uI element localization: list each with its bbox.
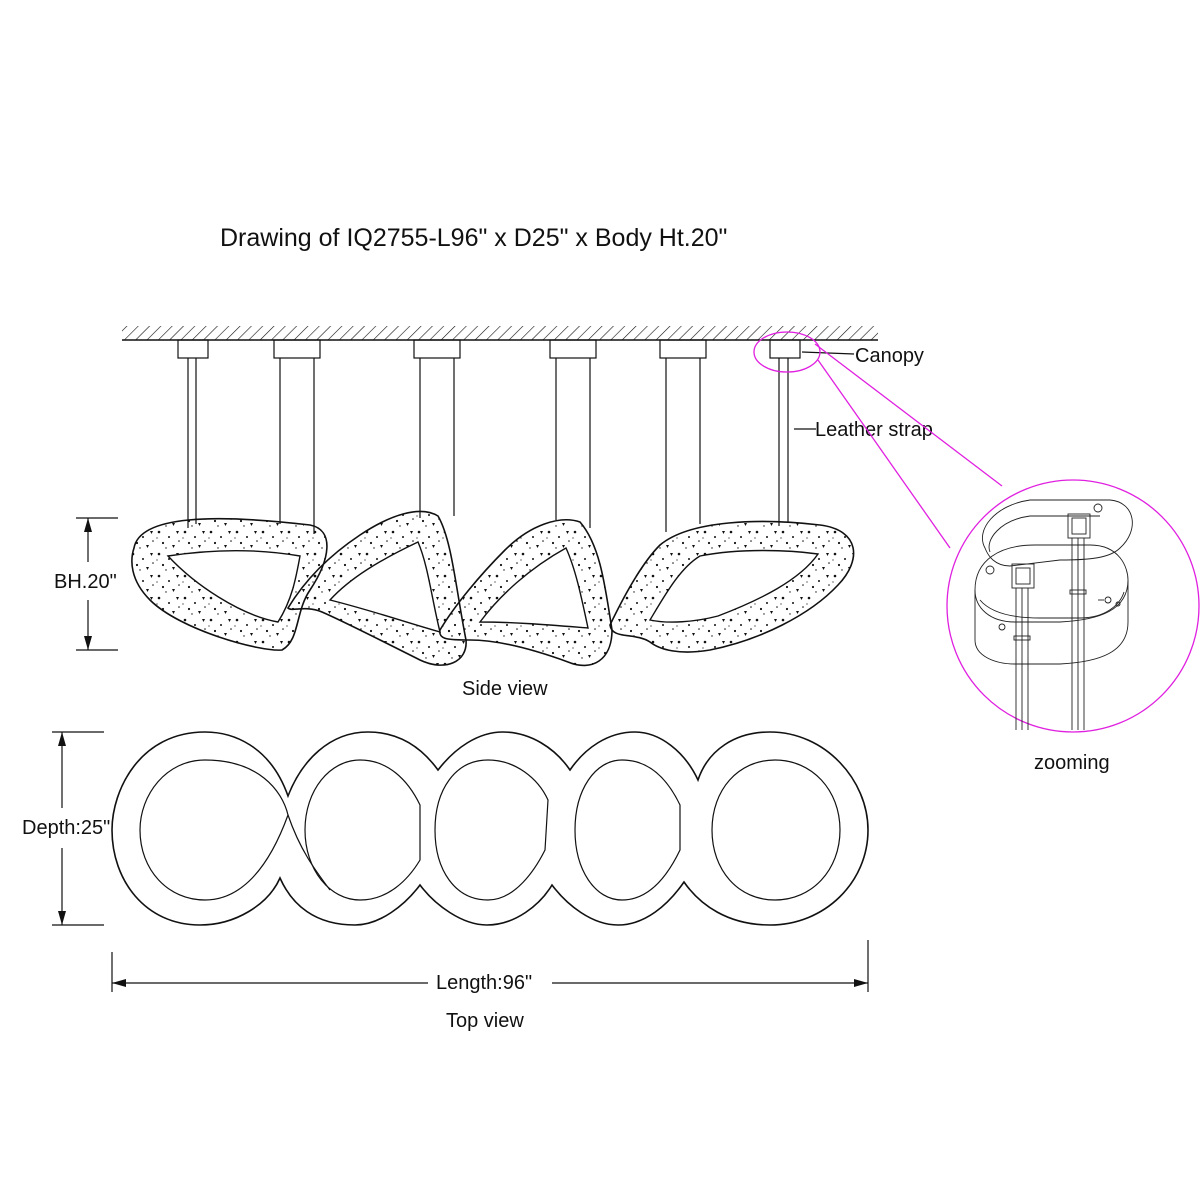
side-view-body [131, 510, 855, 667]
length-label: Length:96" [436, 972, 532, 994]
top-view-label: Top view [446, 1010, 524, 1032]
depth-label: Depth:25" [22, 817, 110, 839]
depth-dimension [52, 731, 104, 926]
canopy [769, 339, 801, 359]
canopy [273, 339, 321, 359]
length-dimension [111, 940, 869, 992]
canopy [659, 339, 707, 359]
canopy [177, 339, 209, 359]
canopy [413, 339, 461, 359]
canopy [549, 339, 597, 359]
canopy-label: Canopy [855, 345, 924, 367]
zoom-callout [753, 331, 1200, 733]
top-view-rings [111, 731, 869, 926]
ceiling [122, 326, 878, 341]
leather-strap-label: Leather strap [815, 419, 933, 441]
zooming-label: zooming [1034, 752, 1110, 774]
body-height-dimension [76, 517, 118, 651]
drawing-title: Drawing of IQ2755-L96" x D25" x Body Ht.… [220, 224, 727, 252]
side-view-label: Side view [462, 678, 548, 700]
canopies-and-straps [177, 339, 801, 534]
canopy-detail-illustration [974, 499, 1133, 730]
body-height-label: BH.20" [54, 571, 117, 593]
